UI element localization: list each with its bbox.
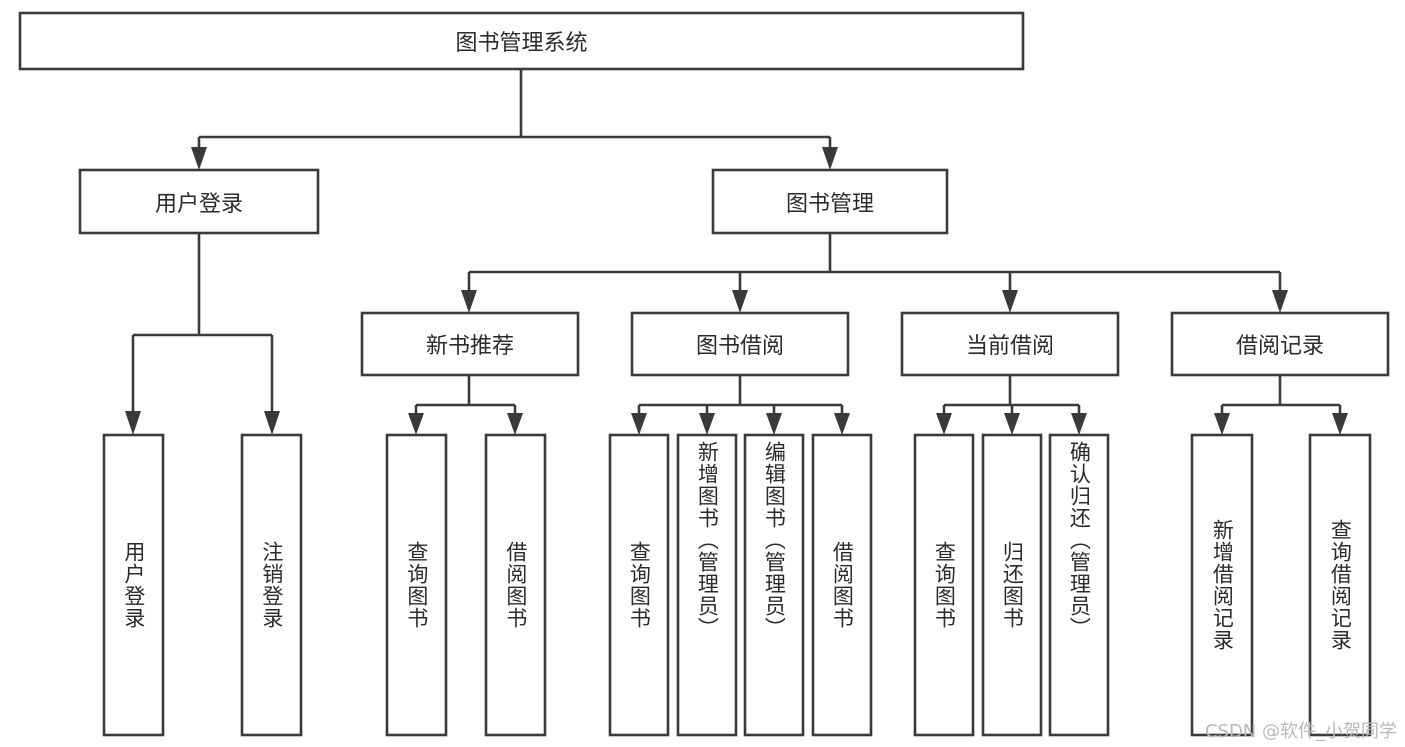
node-leaf-confirm-return-admin[interactable] xyxy=(1048,433,1110,737)
node-leaf-query-book-borrow[interactable] xyxy=(608,433,670,737)
arrow-head-user-login xyxy=(191,147,207,170)
arrow-head-leaf-query-book-current xyxy=(936,413,952,435)
arrow-head-leaf-borrow-book-recommend xyxy=(507,413,523,435)
node-leaf-borrow-book-recommend[interactable] xyxy=(484,433,547,737)
node-book-management[interactable] xyxy=(711,168,949,235)
arrow-head-leaf-return-book xyxy=(1004,413,1020,435)
connectors-layer xyxy=(125,69,1348,435)
node-root[interactable] xyxy=(18,11,1025,71)
arrow-head-leaf-borrow-book xyxy=(834,413,850,435)
node-user-login[interactable] xyxy=(78,168,320,235)
node-leaf-add-borrow-record[interactable] xyxy=(1190,433,1254,737)
node-leaf-query-borrow-record[interactable] xyxy=(1308,433,1372,737)
arrow-head-leaf-add-book-admin xyxy=(699,413,715,435)
arrow-head-leaf-confirm-return-admin xyxy=(1071,413,1087,435)
node-borrow-record[interactable] xyxy=(1170,311,1390,377)
arrow-head-current-borrow xyxy=(1002,290,1018,313)
arrow-head-new-book-recommend xyxy=(461,290,477,313)
node-leaf-user-login[interactable] xyxy=(102,433,165,737)
node-leaf-query-book-recommend[interactable] xyxy=(385,433,448,737)
arrow-head-leaf-user-login xyxy=(125,411,141,435)
arrow-head-leaf-query-borrow-record xyxy=(1332,413,1348,435)
arrow-head-leaf-logout-login xyxy=(264,411,280,435)
node-current-borrow[interactable] xyxy=(900,311,1120,377)
node-leaf-add-book-admin[interactable] xyxy=(676,433,738,737)
arrow-head-book-borrow xyxy=(732,290,748,313)
node-leaf-edit-book-admin[interactable] xyxy=(743,433,805,737)
node-leaf-query-book-current[interactable] xyxy=(913,433,975,737)
arrow-head-borrow-record xyxy=(1272,290,1288,313)
arrow-head-leaf-add-borrow-record xyxy=(1214,413,1230,435)
arrow-head-book-management xyxy=(822,147,838,170)
node-new-book-recommend[interactable] xyxy=(360,311,580,377)
node-leaf-borrow-book[interactable] xyxy=(811,433,873,737)
arrow-head-leaf-query-book-borrow xyxy=(631,413,647,435)
node-book-borrow[interactable] xyxy=(630,311,850,377)
node-leaf-logout-login[interactable] xyxy=(240,433,303,737)
nodes-layer xyxy=(18,11,1390,737)
node-leaf-return-book[interactable] xyxy=(981,433,1043,737)
arrow-head-leaf-query-book-recommend xyxy=(408,413,424,435)
watermark-text: CSDN @软件_小贺同学 xyxy=(1204,721,1397,742)
arrow-head-leaf-edit-book-admin xyxy=(766,413,782,435)
